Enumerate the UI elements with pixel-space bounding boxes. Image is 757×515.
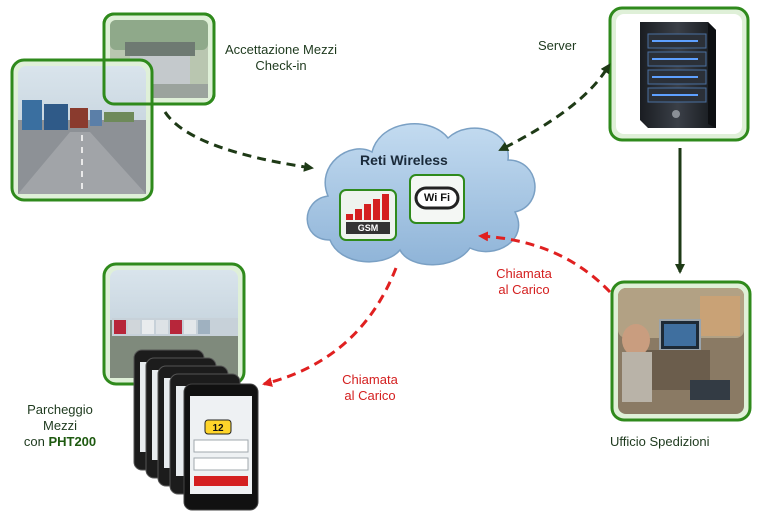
arrow-office-to-network <box>478 231 612 294</box>
parking-label-line2: Mezzi <box>43 418 77 433</box>
arrow-network-to-parking <box>262 267 398 387</box>
server-icon <box>608 6 750 142</box>
checkin-label-line2: Check-in <box>255 58 307 73</box>
parking-label: Parcheggio Mezzi con PHT200 <box>10 402 110 450</box>
network-title: Reti Wireless <box>360 152 448 168</box>
parking-label-prefix: con <box>23 434 45 449</box>
checkin-booth-overlay <box>102 12 216 106</box>
office-call-label-line1: Chiamata <box>496 266 552 281</box>
handheld-terminals-stack: 12 <box>133 349 259 511</box>
office-call-label: Chiamata al Carico <box>486 266 562 298</box>
checkin-label-line1: Accettazione Mezzi <box>225 42 337 57</box>
wifi-logo-icon <box>409 174 465 224</box>
office-label: Ufficio Spedizioni <box>610 434 710 449</box>
handheld-terminal-front: 12 <box>183 383 259 511</box>
parking-call-label-line1: Chiamata <box>342 372 398 387</box>
parking-call-label-line2: al Carico <box>344 388 396 403</box>
arrow-server-network-bidirectional <box>498 63 611 152</box>
wireless-network-cloud <box>306 123 536 266</box>
office-photo-icon <box>610 280 752 422</box>
server-label: Server <box>538 38 577 53</box>
device-badge-number: 12 <box>212 423 224 434</box>
parking-label-line1: Parcheggio <box>27 402 93 417</box>
office-call-label-line2: al Carico <box>498 282 550 297</box>
gsm-text: GSM <box>357 223 379 233</box>
gsm-signal-icon <box>339 189 397 241</box>
parking-call-label: Chiamata al Carico <box>330 372 410 404</box>
parking-label-device-model: PHT200 <box>48 434 97 449</box>
wifi-text: Wi Fi <box>423 192 451 204</box>
checkin-photo-group <box>10 12 216 202</box>
arrow-checkin-to-network <box>163 111 314 172</box>
parking-label-line3: con PHT200 <box>10 434 110 450</box>
checkin-label: Accettazione Mezzi Check-in <box>216 42 346 74</box>
